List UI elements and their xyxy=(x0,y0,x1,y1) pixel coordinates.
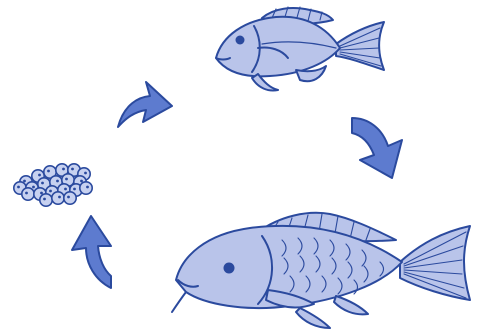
adult-carp-icon xyxy=(172,213,470,328)
arrow-juvenile-to-adult-icon xyxy=(352,118,402,178)
egg xyxy=(80,182,92,194)
egg xyxy=(22,188,34,200)
egg xyxy=(52,192,64,204)
egg xyxy=(64,192,76,204)
juvenile-fish-icon xyxy=(216,7,384,91)
fish-eggs-icon xyxy=(14,164,92,206)
arrow-eggs-to-juvenile-icon xyxy=(118,82,172,127)
egg xyxy=(40,194,52,206)
arrow-adult-to-eggs-icon xyxy=(72,216,111,288)
